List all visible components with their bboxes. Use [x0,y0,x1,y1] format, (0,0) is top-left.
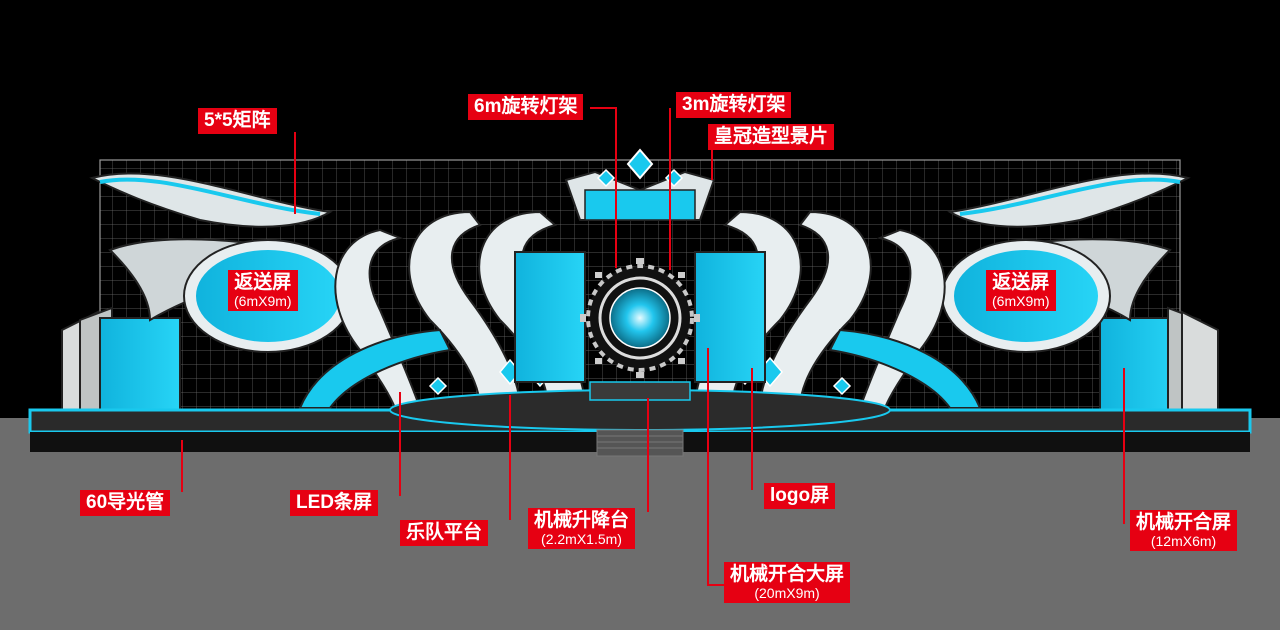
label-led-strip: LED条屏 [290,490,379,516]
label-return-right-size: (6mX9m) [992,292,1050,309]
side-screen-left [61,306,181,416]
label-big-screen-text: 机械开合大屏 [730,564,845,585]
label-rotate3: 3m旋转灯架 [676,92,792,118]
matrix-arm-right [947,172,1191,228]
label-matrix-text: 5*5矩阵 [204,110,271,131]
label-lift-text: 机械升降台 [534,510,630,531]
label-side-screen: 机械开合屏 (12mX6m) [1130,510,1238,552]
big-screen-left [514,251,586,383]
label-lift-size: (2.2mX1.5m) [541,530,622,547]
label-logo-text: logo屏 [770,485,830,506]
label-return-left-size: (6mX9m) [234,292,292,309]
label-rotate3-text: 3m旋转灯架 [682,94,786,115]
label-band-text: 乐队平台 [406,522,483,543]
big-screen-right [694,251,766,383]
led-strip-left [298,328,452,409]
label-lift: 机械升降台 (2.2mX1.5m) [528,508,636,550]
label-return-right-text: 返送屏 [992,272,1050,293]
crown-scenery [564,148,716,221]
lift-platform [589,381,691,401]
label-logo: logo屏 [764,483,836,509]
label-light-tube: 60导光管 [80,490,171,516]
label-return-right: 返送屏 (6mX9m) [986,270,1056,312]
label-crown: 皇冠造型景片 [708,124,835,150]
label-led-strip-text: LED条屏 [296,492,373,513]
label-side-screen-size: (12mX6m) [1150,532,1217,549]
leader-lines [181,107,1125,586]
label-crown-text: 皇冠造型景片 [714,126,829,147]
label-side-screen-text: 机械开合屏 [1136,512,1232,533]
label-big-screen: 机械开合大屏 (20mX9m) [724,562,851,604]
center-stairs [596,429,684,457]
led-strip-right [828,328,982,409]
label-big-screen-size: (20mX9m) [754,584,820,601]
rotating-rig [580,258,700,378]
label-rotate6-text: 6m旋转灯架 [474,96,578,117]
label-rotate6: 6m旋转灯架 [468,94,584,120]
matrix-arm-left [89,172,333,228]
label-light-tube-text: 60导光管 [86,492,165,513]
side-screen-right [1099,306,1219,416]
label-band: 乐队平台 [400,520,489,546]
label-return-left-text: 返送屏 [234,272,292,293]
label-matrix: 5*5矩阵 [198,108,277,134]
label-return-left: 返送屏 (6mX9m) [228,270,298,312]
